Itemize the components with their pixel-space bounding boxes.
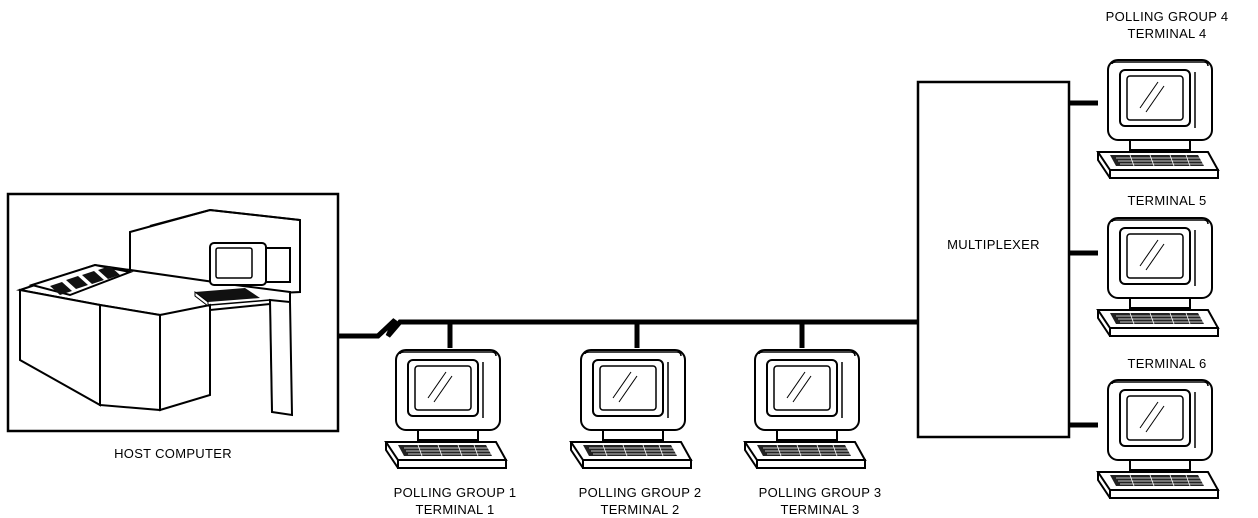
terminal-5-name: TERMINAL 5 — [1092, 192, 1242, 209]
terminal-6-icon — [1098, 380, 1218, 498]
polling-group-1-label: POLLING GROUP 1 — [380, 484, 530, 501]
terminal-1-icon — [386, 350, 506, 468]
terminal-1-name: TERMINAL 1 — [380, 501, 530, 518]
terminal-3-name: TERMINAL 3 — [745, 501, 895, 518]
terminal-3-label: POLLING GROUP 3 TERMINAL 3 — [745, 484, 895, 518]
host-computer — [8, 194, 338, 431]
terminal-5-icon — [1098, 218, 1218, 336]
host-computer-label: HOST COMPUTER — [93, 445, 253, 462]
terminal-2-icon — [571, 350, 691, 468]
communication-line — [338, 320, 918, 348]
terminal-6-label: TERMINAL 6 — [1092, 355, 1242, 372]
terminal-4-icon — [1098, 60, 1218, 178]
polling-group-3-label: POLLING GROUP 3 — [745, 484, 895, 501]
polling-group-4-label: POLLING GROUP 4 — [1092, 8, 1242, 25]
terminal-4-name: TERMINAL 4 — [1092, 25, 1242, 42]
multiplexer-label: MULTIPLEXER — [918, 236, 1069, 253]
terminal-5-label: TERMINAL 5 — [1092, 192, 1242, 209]
terminal-2-name: TERMINAL 2 — [565, 501, 715, 518]
terminal-3-icon — [745, 350, 865, 468]
terminal-4-label: POLLING GROUP 4 TERMINAL 4 — [1092, 8, 1242, 42]
terminal-1-label: POLLING GROUP 1 TERMINAL 1 — [380, 484, 530, 518]
multiplexer — [918, 82, 1098, 437]
terminal-2-label: POLLING GROUP 2 TERMINAL 2 — [565, 484, 715, 518]
polling-group-2-label: POLLING GROUP 2 — [565, 484, 715, 501]
terminal-6-name: TERMINAL 6 — [1092, 355, 1242, 372]
